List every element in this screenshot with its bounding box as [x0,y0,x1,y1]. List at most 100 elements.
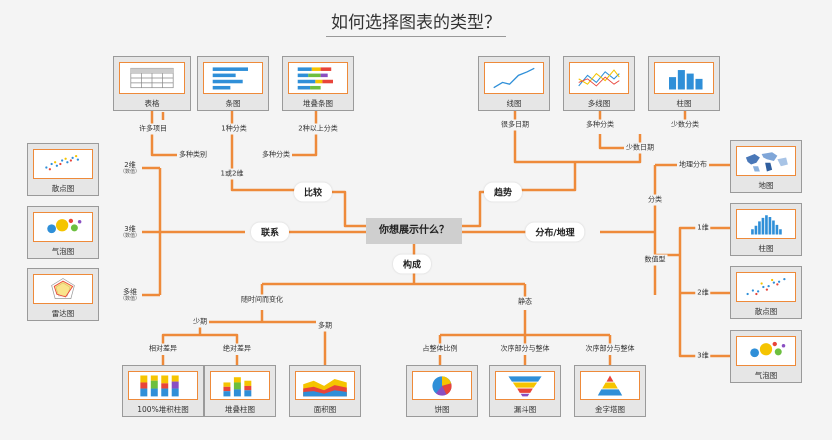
card-caption: 饼图 [434,405,450,414]
label-many-periods2: 多期 [316,320,334,332]
card-caption: 散点图 [754,307,778,316]
card-caption: 地图 [758,181,774,190]
label-share-of-total: 占整体比例 [420,343,460,355]
card-caption: 柱图 [676,99,692,108]
card-stacked-bar[interactable]: 堆叠条图 [282,56,354,111]
card-caption: 气泡图 [754,371,778,380]
card-scatter-right[interactable]: 散点图 [730,266,802,319]
label-relative-diff: 相对差异 [147,343,179,355]
label-absolute-diff: 绝对差异 [221,343,253,355]
card-bar[interactable]: 条图 [197,56,269,111]
label-many-periods: 很多日期 [499,119,531,131]
label-two-dim: 2维 [695,287,711,299]
card-map[interactable]: 地图 [730,140,802,193]
connector-compare-tree [150,134,318,192]
label-three-dims: 3维（数值） [117,225,143,239]
scatter-chart-icon [33,149,93,179]
card-caption: 多线图 [587,99,611,108]
area-chart-icon [295,371,355,400]
column-chart-icon [654,62,714,94]
card-caption: 表格 [144,99,160,108]
table-chart-icon [119,62,185,94]
card-bubble-right[interactable]: 气泡图 [730,330,802,383]
card-multi-line[interactable]: 多线图 [563,56,635,111]
card-caption: 堆叠条图 [303,99,333,108]
label-geo-distribution: 地理分布 [677,159,709,171]
connector-static-tree [438,310,612,365]
histogram-icon [736,209,796,239]
card-column[interactable]: 柱图 [648,56,720,111]
branch-relation[interactable]: 联系 [250,222,290,242]
card-radar[interactable]: 雷达图 [27,268,99,321]
card-scatter-left[interactable]: 散点图 [27,143,99,196]
stacked-column-icon [210,371,270,400]
title-underline [326,36,506,37]
label-one-category: 1种分类 [219,123,249,135]
card-caption: 条图 [225,99,241,108]
page-title: 如何选择图表的类型？ [331,13,501,33]
bubble-chart-icon [33,212,93,242]
bar-chart-icon [203,62,263,94]
branch-compare[interactable]: 比较 [293,182,333,202]
card-caption: 金字塔图 [595,405,625,414]
card-bubble-left[interactable]: 气泡图 [27,206,99,259]
card-caption: 雷达图 [51,309,75,318]
card-funnel[interactable]: 漏斗图 [489,365,561,417]
card-area[interactable]: 面积图 [289,365,361,417]
card-caption: 散点图 [51,184,75,193]
connector-comp-tree [161,270,527,365]
label-few-periods: 少期 [191,316,209,328]
card-pyramid[interactable]: 金字塔图 [574,365,646,417]
connector-center-compare [330,190,366,228]
label-classification: 分类 [646,194,664,206]
funnel-chart-icon [495,371,555,400]
label-many-items: 许多项目 [137,123,169,135]
card-caption: 堆叠柱图 [225,405,255,414]
card-caption: 线图 [506,99,522,108]
card-pie[interactable]: 饼图 [406,365,478,417]
card-caption: 柱图 [758,244,774,253]
card-caption: 面积图 [313,405,337,414]
card-caption: 气泡图 [51,247,75,256]
label-static: 静态 [516,296,534,308]
card-stacked-column[interactable]: 堆叠柱图 [204,365,276,417]
label-few-dates: 少数日期 [624,142,656,154]
label-sub-part-b: 次序部分与整体 [583,343,637,355]
branch-distribution[interactable]: 分布/地理 [525,222,585,242]
label-sub-part-a: 次序部分与整体 [498,343,552,355]
label-numeric-type: 数值型 [642,254,668,266]
label-two-dims: 2维（数值） [117,161,143,175]
line-chart-icon [484,62,544,94]
label-two-plus-categories: 2种以上分类 [296,123,340,135]
stacked-bar-icon [288,62,348,94]
radar-chart-icon [33,274,93,304]
card-histogram[interactable]: 柱图 [730,203,802,256]
label-multi-category-a: 多种类别 [177,149,209,161]
connector-trend-tree [513,111,687,192]
label-one-dim: 1维 [695,222,711,234]
label-three-dim: 3维 [695,350,711,362]
label-one-or-two-dims: 1或2维 [218,168,246,180]
bubble-chart-icon [736,336,796,366]
pct-stacked-column-icon [128,371,198,400]
scatter-chart-icon [736,272,796,302]
card-caption: 100%堆积柱图 [137,405,189,414]
card-caption: 漏斗图 [513,405,537,414]
pie-chart-icon [412,371,472,400]
connector-relation-tree [130,166,245,297]
center-question[interactable]: 你想展示什么？ [366,218,462,244]
map-chart-icon [736,146,796,176]
label-over-time: 随时间而变化 [239,294,285,306]
card-pct-stacked-column[interactable]: 100%堆积柱图 [122,365,204,417]
card-table[interactable]: 表格 [113,56,191,111]
branch-composition[interactable]: 构成 [392,254,432,274]
label-many-dims: 多维（数值） [117,288,143,302]
label-few-class: 少数分类 [669,119,701,131]
branch-trend[interactable]: 趋势 [483,182,523,202]
pyramid-chart-icon [580,371,640,400]
multi-line-chart-icon [569,62,629,94]
label-multi-class: 多种分类 [584,119,616,131]
label-multi-category-b: 多种分类 [260,149,292,161]
card-line[interactable]: 线图 [478,56,550,111]
